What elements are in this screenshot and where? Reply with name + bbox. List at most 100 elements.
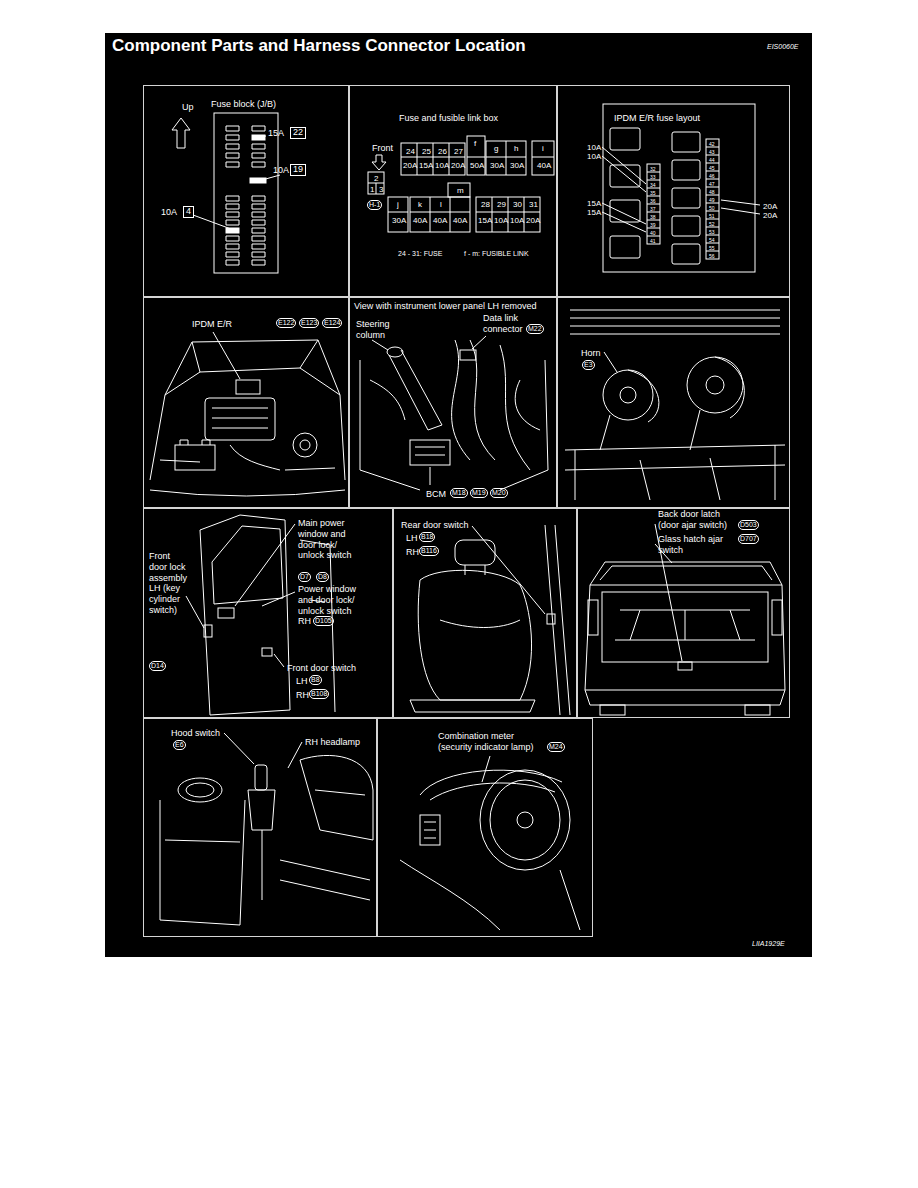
part-label: 20A [763, 202, 777, 212]
connector-tag: M22 [526, 324, 544, 334]
page-title: Component Parts and Harness Connector Lo… [112, 36, 526, 56]
location-panel: IPDM E/R fuse layout10A10A15A15A20A20A32… [557, 85, 790, 297]
part-label: 50A [470, 161, 484, 171]
part-label: 33 [650, 174, 656, 181]
part-label: 43 [709, 149, 715, 156]
part-label: Fuse and fusible link box [399, 113, 498, 124]
part-label: Front door lock assembly LH (key cylinde… [149, 551, 189, 616]
connector-tag: B116 [419, 546, 439, 556]
part-label: Front [372, 143, 393, 154]
part-label: m [457, 186, 464, 196]
part-label: Data link connector [483, 313, 527, 335]
part-label: LH [296, 676, 308, 687]
part-label: 54 [709, 237, 715, 244]
part-label: 26 [438, 147, 447, 157]
horn-drawing [565, 310, 785, 500]
connector-tag: D14 [149, 661, 166, 671]
part-label: 38 [650, 214, 656, 221]
part-label: View with instrument lower panel LH remo… [354, 301, 536, 312]
part-label: 2 [374, 174, 378, 184]
part-label: Combination meter (security indicator la… [438, 731, 550, 753]
part-label: 15A [478, 216, 492, 226]
connector-tag: M20 [490, 488, 508, 498]
part-label: Back door latch (door ajar switch) [658, 509, 736, 531]
part-label: 20A [763, 211, 777, 221]
part-label: 44 [709, 157, 715, 164]
connector-tag: E3 [582, 360, 595, 370]
location-panel: Combination meter (security indicator la… [377, 718, 593, 937]
part-label: 10A [273, 165, 289, 176]
connector-tag: E124 [322, 318, 342, 328]
hood-switch-drawing [160, 733, 373, 925]
connector-tag: M24 [547, 742, 565, 752]
part-label: 10A [510, 216, 524, 226]
fuse-number-box: 4 [183, 206, 194, 218]
part-label: f - m: FUSIBLE LINK [464, 250, 529, 258]
location-panel: View with instrument lower panel LH remo… [349, 297, 557, 508]
part-label: 10A [494, 216, 508, 226]
part-label: RH [296, 690, 309, 701]
connector-tag: B8 [309, 675, 322, 685]
part-label: g [494, 144, 498, 154]
location-panel: HornE3 [557, 297, 790, 508]
part-label: Steering column [356, 319, 400, 341]
part-label: f [474, 139, 476, 149]
part-label: LH [406, 533, 418, 544]
part-label: Rear door switch [401, 520, 469, 531]
part-label: 15A [419, 161, 433, 171]
part-label: 49 [709, 197, 715, 204]
part-label: 20A [451, 161, 465, 171]
connector-tag: D8 [316, 572, 329, 582]
part-label: 40A [537, 161, 551, 171]
drawing-code: EIS0060E [767, 43, 799, 51]
location-panel: Rear door switchLHB18RHB116 [393, 508, 577, 718]
part-label: 25 [422, 147, 431, 157]
part-label: 41 [650, 238, 656, 245]
part-label: h [514, 144, 518, 154]
combination-meter-drawing [400, 756, 580, 930]
connector-tag: D707 [738, 534, 759, 544]
part-label: 10A [161, 207, 177, 218]
part-label: 35 [650, 190, 656, 197]
part-label: 32 [650, 166, 656, 173]
connector-tag: E123 [299, 318, 319, 328]
part-label: 36 [650, 198, 656, 205]
part-label: Glass hatch ajar switch [658, 534, 736, 556]
part-label: Fuse block (J/B) [211, 99, 276, 110]
part-label: Hood switch [171, 728, 220, 739]
location-panel: Hood switchE6RH headlamp [143, 718, 377, 937]
part-label: 20A [403, 161, 417, 171]
part-label: 40A [433, 216, 447, 226]
location-panel: Back door latch (door ajar switch)D503Gl… [577, 508, 790, 718]
location-panel: IPDM E/RE122E123E124 [143, 297, 349, 508]
engine-bay-drawing [150, 332, 345, 496]
part-label: i [542, 144, 544, 154]
connector-tag: B18 [419, 532, 435, 542]
vehicle-rear-drawing [585, 524, 785, 715]
part-label: RH headlamp [305, 737, 360, 748]
connector-tag: D7 [298, 572, 311, 582]
part-label: 3 [379, 185, 383, 195]
connector-tag: H-1 [367, 200, 382, 210]
part-label: 15A [587, 208, 601, 218]
part-label: 55 [709, 245, 715, 252]
part-label: 53 [709, 229, 715, 236]
part-label: 15A [268, 128, 284, 139]
part-label: 48 [709, 189, 715, 196]
part-label: BCM [426, 489, 446, 500]
part-label: 27 [454, 147, 463, 157]
part-label: 39 [650, 222, 656, 229]
part-label: IPDM E/R [192, 319, 232, 330]
black-panel [105, 33, 812, 957]
fuse-number-box: 19 [290, 164, 306, 176]
instrument-panel-drawing [360, 336, 548, 490]
part-label: Horn [581, 348, 601, 359]
part-label: 51 [709, 213, 715, 220]
connector-tag: M19 [470, 488, 488, 498]
fuse-block-drawing [172, 113, 280, 273]
part-label: 46 [709, 173, 715, 180]
part-label: 37 [650, 206, 656, 213]
part-label: 24 - 31: FUSE [398, 250, 442, 258]
